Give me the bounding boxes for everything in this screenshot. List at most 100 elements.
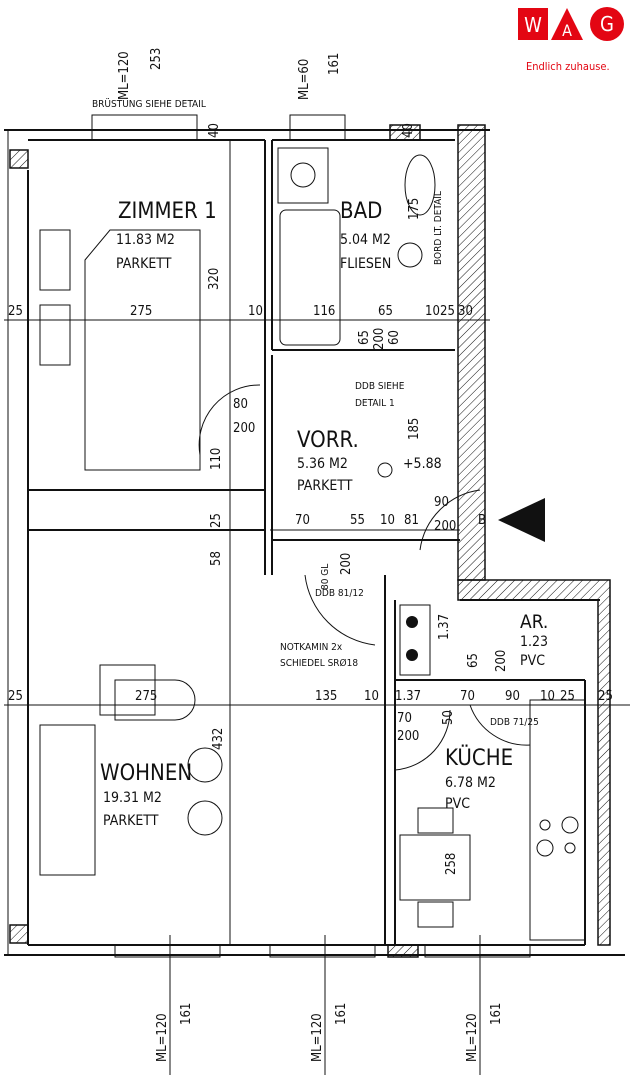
logo-tagline: Endlich zuhause. bbox=[526, 60, 610, 73]
plan-label: NOTKAMIN 2x bbox=[280, 642, 343, 653]
plan-label: +5.88 bbox=[403, 456, 442, 472]
kitchen-counter bbox=[529, 699, 586, 941]
plan-label: 161 bbox=[489, 1003, 504, 1025]
chair bbox=[187, 747, 223, 783]
plan-label: 10 bbox=[364, 689, 379, 704]
plan-label: 25 bbox=[440, 304, 455, 319]
plan-label: B bbox=[478, 513, 486, 528]
wag-logo: W A G Endlich zuhause. bbox=[518, 7, 624, 73]
nightstand bbox=[39, 229, 71, 291]
plan-label: 200 bbox=[233, 421, 255, 436]
plan-label: 275 bbox=[130, 304, 152, 319]
plan-label: 19.31 M2 bbox=[103, 790, 162, 806]
plan-label: 116 bbox=[313, 304, 335, 319]
plan-label: 161 bbox=[327, 53, 342, 75]
plan-label: 70 bbox=[460, 689, 475, 704]
plan-label: 80 GL bbox=[320, 564, 331, 590]
plan-label: 50 bbox=[441, 710, 456, 725]
plan-label: 258 bbox=[444, 853, 459, 875]
plan-label: WOHNEN bbox=[100, 761, 192, 786]
plan-label: KÜCHE bbox=[445, 745, 513, 771]
plan-label: AR. bbox=[520, 611, 548, 633]
plan-label: 5.36 M2 bbox=[297, 456, 348, 472]
plan-label: ML=120 bbox=[310, 1013, 325, 1062]
plan-label: DDB 81/12 bbox=[315, 588, 364, 599]
plan-label: 200 bbox=[339, 553, 354, 575]
plan-label: DETAIL 1 bbox=[355, 398, 395, 409]
plan-label: 65 bbox=[378, 304, 393, 319]
plan-label: BAD bbox=[340, 199, 382, 224]
plan-label: VORR. bbox=[297, 428, 359, 453]
bruestung-note: BRÜSTUNG SIEHE DETAIL bbox=[92, 97, 206, 110]
plan-notes: DDB SIEHE DETAIL 1 BORD LT. DETAIL DDB 8… bbox=[280, 191, 539, 728]
plan-label: PARKETT bbox=[103, 813, 159, 829]
room-wohnen: WOHNEN 19.31 M2 PARKETT bbox=[100, 761, 192, 829]
plan-label: ML=120 bbox=[465, 1013, 480, 1062]
plan-label: FLIESEN bbox=[340, 256, 391, 272]
plan-label: 10 bbox=[380, 513, 395, 528]
plan-label: 200 bbox=[434, 519, 456, 534]
windows bbox=[91, 114, 531, 958]
plan-label: 81 bbox=[404, 513, 419, 528]
plan-label: 70 bbox=[295, 513, 310, 528]
plan-label: 65 bbox=[357, 330, 372, 345]
bed bbox=[84, 229, 201, 471]
plan-label: 30 bbox=[458, 304, 473, 319]
plan-label: 58 bbox=[209, 551, 224, 566]
plan-label: 25 bbox=[598, 689, 613, 704]
room-kueche: KÜCHE 6.78 M2 PVC bbox=[445, 745, 513, 812]
plan-label: PVC bbox=[445, 796, 470, 812]
plan-label: ZIMMER 1 bbox=[118, 199, 217, 224]
plan-label: 161 bbox=[334, 1003, 349, 1025]
room-zimmer-1: ZIMMER 1 11.83 M2 PARKETT bbox=[116, 199, 217, 272]
plan-label: 1.37 bbox=[437, 614, 452, 640]
plan-label: 10 bbox=[248, 304, 263, 319]
plan-label: W bbox=[524, 13, 542, 37]
plan-label: 10 bbox=[425, 304, 440, 319]
walls bbox=[4, 124, 630, 958]
bottom-window-labels: ML=120 161 ML=120 161 ML=120 161 bbox=[155, 935, 504, 1075]
toilet bbox=[397, 242, 423, 268]
armchair bbox=[99, 664, 156, 716]
room-vorraum: VORR. 5.36 M2 PARKETT +5.88 bbox=[297, 428, 442, 494]
plan-label: DDB SIEHE bbox=[355, 381, 405, 392]
plan-label: 200 bbox=[372, 328, 387, 350]
plan-label: 10 bbox=[540, 689, 555, 704]
plan-label: ML=60 bbox=[297, 59, 312, 100]
plan-label: 200 bbox=[494, 650, 509, 672]
plan-label: 90 bbox=[505, 689, 520, 704]
plan-label: 25 bbox=[560, 689, 575, 704]
dimensions: 25 275 10 116 65 10 25 30 175 65 200 60 … bbox=[8, 198, 613, 875]
plan-label: 110 bbox=[209, 448, 224, 470]
plan-label: 65 bbox=[466, 653, 481, 668]
plan-label: PVC bbox=[520, 653, 545, 669]
plan-label: 11.83 M2 bbox=[116, 232, 175, 248]
plan-label: 1.37 bbox=[395, 689, 421, 704]
fixtures bbox=[39, 147, 586, 941]
plan-label: 40 bbox=[401, 123, 416, 138]
plan-label: 80 bbox=[233, 397, 248, 412]
plan-label: 185 bbox=[407, 418, 422, 440]
sofa bbox=[39, 724, 96, 876]
plan-label: 60 bbox=[387, 330, 402, 345]
plan-label: 25 bbox=[209, 513, 224, 528]
plan-label: 40 bbox=[207, 123, 222, 138]
chimney bbox=[399, 604, 431, 676]
plan-label: 70 bbox=[397, 711, 412, 726]
plan-label: BORD LT. DETAIL bbox=[433, 191, 444, 265]
plan-label: 253 bbox=[149, 48, 164, 70]
door-swing bbox=[198, 384, 261, 456]
plan-label: 6.78 M2 bbox=[445, 775, 496, 791]
plan-label: 161 bbox=[179, 1003, 194, 1025]
plan-label: PARKETT bbox=[116, 256, 172, 272]
plan-label: 25 bbox=[8, 304, 23, 319]
plan-label: 320 bbox=[207, 268, 222, 290]
plan-label: ML=120 bbox=[117, 51, 132, 100]
plan-label: 135 bbox=[315, 689, 337, 704]
plan-label: ML=120 bbox=[155, 1013, 170, 1062]
plan-label: 432 bbox=[211, 728, 226, 750]
plan-label: PARKETT bbox=[297, 478, 353, 494]
plan-label: 1.23 bbox=[520, 634, 548, 650]
plan-label: 90 bbox=[434, 495, 449, 510]
